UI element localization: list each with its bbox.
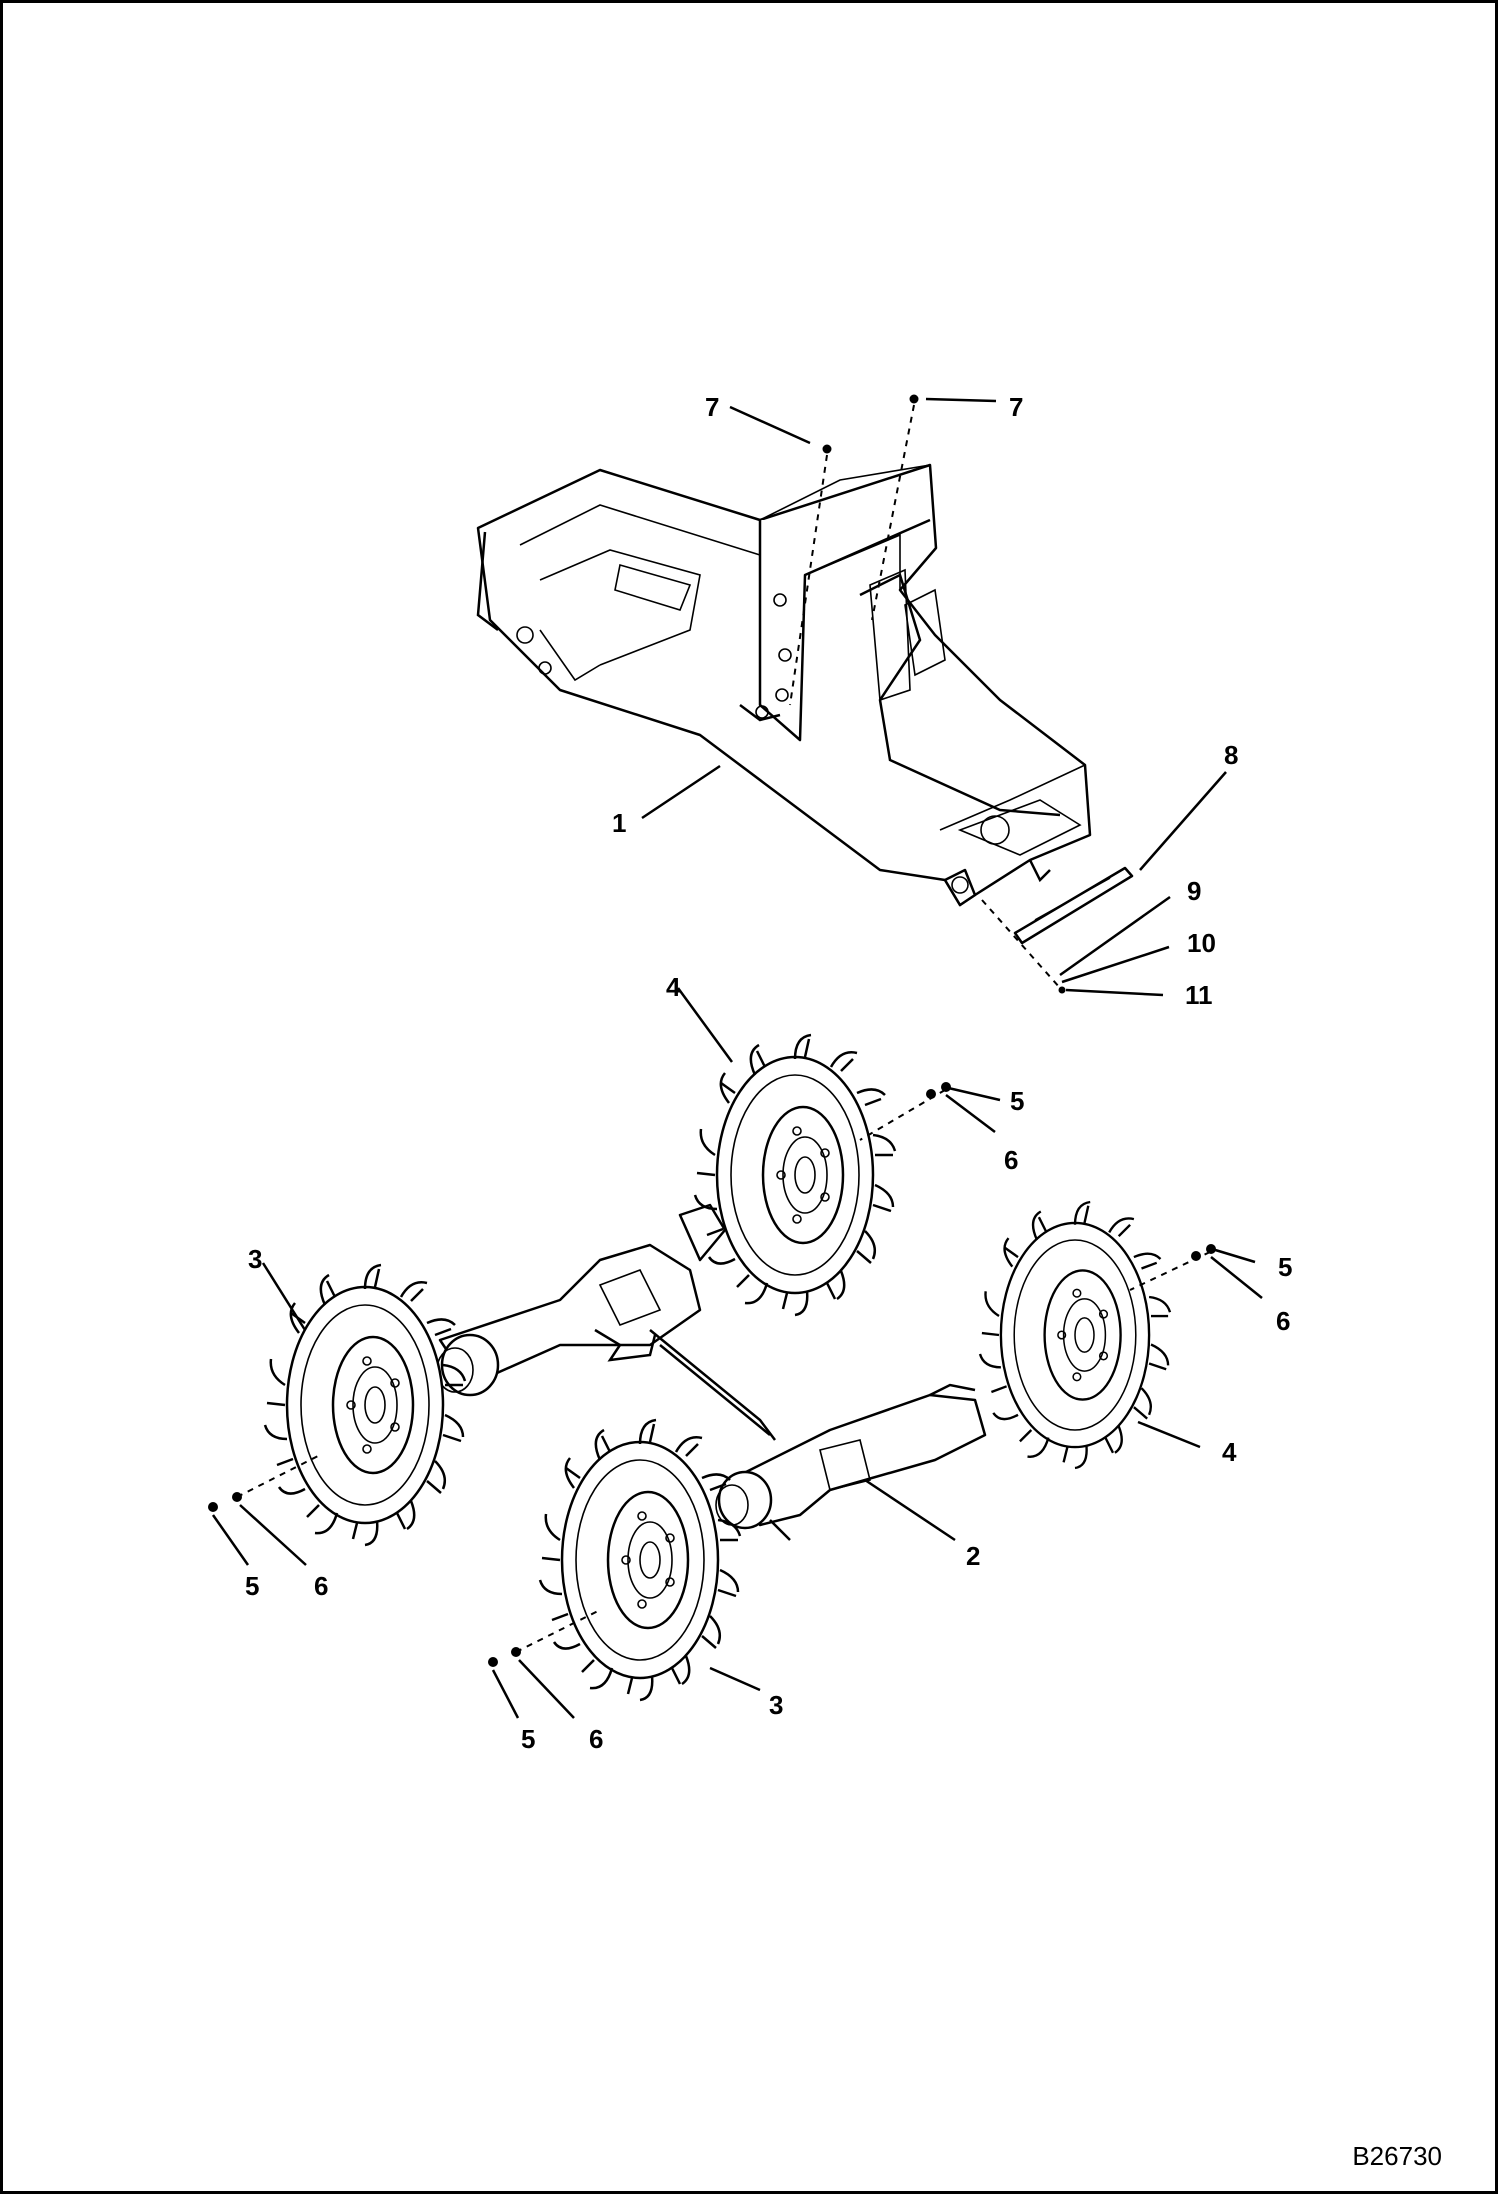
- callout-nut-5-left: 5: [245, 1571, 259, 1601]
- callout-part-11: 11: [1185, 980, 1213, 1010]
- callout-labels: 1 2 3 3 4 4 5 6 5 6 5 6 5 6 7 7 8 9 10 1…: [245, 392, 1292, 1754]
- callout-strip-8: 8: [1224, 740, 1238, 770]
- alignment-lines: [236, 404, 1211, 1653]
- callout-axle-2: 2: [966, 1541, 980, 1571]
- wheel-left: [263, 1263, 467, 1547]
- wheel-right: [978, 1200, 1172, 1470]
- strip-part: [1013, 866, 1134, 945]
- callout-nut-5-rear: 5: [1010, 1086, 1024, 1116]
- frame-part: [476, 463, 1092, 907]
- wheel-rear-top: [693, 1033, 897, 1317]
- callout-washer-6-front: 6: [589, 1724, 603, 1754]
- callout-wheel-3-front: 3: [769, 1690, 783, 1720]
- callout-washer-6-right: 6: [1276, 1306, 1290, 1336]
- callout-plug-7-a: 7: [705, 392, 719, 422]
- leader-lines: [211, 397, 1263, 1719]
- callout-part-9: 9: [1187, 876, 1201, 906]
- callout-washer-6-rear: 6: [1004, 1145, 1018, 1175]
- axle-part: [436, 1203, 987, 1541]
- figure-reference: B26730: [1352, 2141, 1442, 2171]
- callout-wheel-4-rear: 4: [666, 972, 681, 1002]
- callout-frame-1: 1: [612, 808, 626, 838]
- callout-wheel-4-right: 4: [1222, 1437, 1237, 1467]
- callout-part-10: 10: [1187, 928, 1216, 958]
- callout-plug-7-b: 7: [1009, 392, 1023, 422]
- callout-nut-5-right: 5: [1278, 1252, 1292, 1282]
- wheel-front: [538, 1418, 742, 1702]
- callout-washer-6-left: 6: [314, 1571, 328, 1601]
- callout-nut-5-front: 5: [521, 1724, 535, 1754]
- callout-wheel-3-left: 3: [248, 1244, 262, 1274]
